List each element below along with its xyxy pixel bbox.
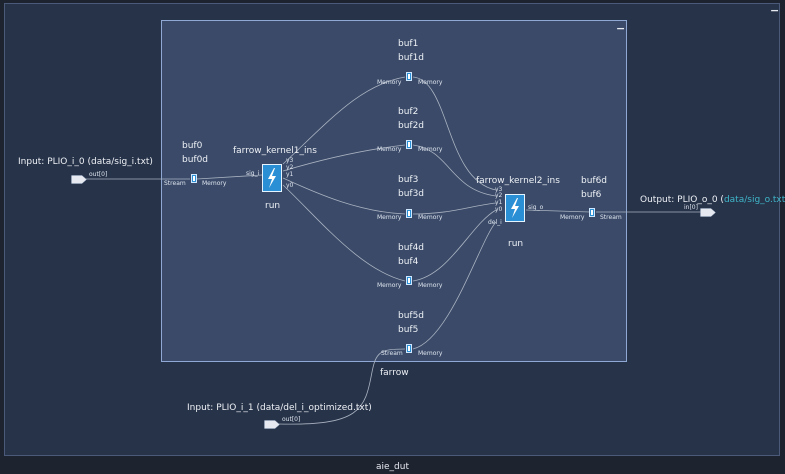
buffer-5-icon[interactable] xyxy=(406,344,412,353)
kernel-1-out-port: y2 xyxy=(286,164,294,171)
input-port-0-port-name: out[0] xyxy=(89,171,108,178)
lightning-icon xyxy=(268,168,276,188)
plio-input-port-icon[interactable] xyxy=(264,420,280,429)
output-port-0-label: Output: PLIO_o_0 (data/sig_o.txt) xyxy=(640,195,785,205)
subgraph-minimize-button[interactable]: − xyxy=(616,22,626,35)
kernel-2-in-port: del_i xyxy=(488,219,502,226)
buffer-1-label-bottom: buf1d xyxy=(398,53,425,63)
buffer-3-left-type: Memory xyxy=(377,214,402,221)
wire-buf1-k2 xyxy=(412,76,497,191)
buffer-4-label-bottom: buf4 xyxy=(398,257,419,267)
buffer-4-left-type: Memory xyxy=(377,282,402,289)
subgraph-title: farrow xyxy=(380,368,409,378)
wire-input1-buf5 xyxy=(277,348,406,425)
kernel-2-in-port: y1 xyxy=(495,199,503,206)
kernel-2-block[interactable] xyxy=(505,194,525,222)
plio-input-port-icon[interactable] xyxy=(71,175,87,184)
buffer-1-label-top: buf1 xyxy=(398,39,419,49)
kernel-1-block[interactable] xyxy=(262,164,282,192)
wire-k1-buf1 xyxy=(282,76,406,165)
buffer-2-label-top: buf2 xyxy=(398,107,419,117)
buffer-2-left-type: Memory xyxy=(377,146,402,153)
buffer-4-icon[interactable] xyxy=(406,276,412,285)
buffer-4-label-top: buf4d xyxy=(398,243,425,253)
buffer-5-right-type: Memory xyxy=(418,350,443,357)
buffer-1-left-type: Memory xyxy=(377,79,402,86)
kernel-2-in-port: y0 xyxy=(495,206,503,213)
buffer-3-icon[interactable] xyxy=(406,209,412,218)
kernel-1-in-port: sig_i xyxy=(246,170,260,177)
wire-buf0-kernel1 xyxy=(196,174,263,180)
graph-title: aie_dut xyxy=(376,462,409,472)
kernel-2-in-port: y2 xyxy=(495,192,503,199)
buffer-6-label-top: buf6d xyxy=(581,176,608,186)
kernel-1-out-port: y3 xyxy=(286,157,294,164)
buffer-5-label-bottom: buf5 xyxy=(398,325,419,335)
buffer-3-label-top: buf3 xyxy=(398,175,419,185)
plio-output-port-icon[interactable] xyxy=(700,208,716,217)
buffer-2-label-bottom: buf2d xyxy=(398,121,425,131)
kernel-2-action: run xyxy=(508,239,524,249)
buffer-0-label-bottom: buf0d xyxy=(182,155,209,165)
kernel-1-out-port: y1 xyxy=(286,171,294,178)
input-port-1-port-name: out[0] xyxy=(282,416,301,423)
buffer-1-icon[interactable] xyxy=(406,72,412,81)
buffer-3-label-bottom: buf3d xyxy=(398,189,425,199)
subgraph-farrow[interactable]: − xyxy=(161,20,627,362)
buffer-6-left-type: Memory xyxy=(560,214,585,221)
kernel-2-in-port: y3 xyxy=(495,186,503,193)
buffer-6-icon[interactable] xyxy=(589,208,595,217)
input-port-1-label: Input: PLIO_i_1 (data/del_i_optimized.tx… xyxy=(187,403,372,413)
buffer-3-right-type: Memory xyxy=(418,214,443,221)
buffer-5-left-type: Stream xyxy=(381,350,403,357)
buffer-5-label-top: buf5d xyxy=(398,311,425,321)
kernel-1-name: farrow_kernel1_ins xyxy=(233,146,317,156)
buffer-6-label-bottom: buf6 xyxy=(581,190,602,200)
graph-minimize-button[interactable]: − xyxy=(770,4,780,17)
kernel-2-name: farrow_kernel2_ins xyxy=(476,176,560,186)
buffer-2-right-type: Memory xyxy=(418,146,443,153)
output-port-0-port-name: in[0] xyxy=(684,204,698,211)
buffer-6-right-type: Stream xyxy=(600,214,622,221)
kernel-1-out-port: y0 xyxy=(286,182,294,189)
input-port-0-label: Input: PLIO_i_0 (data/sig_i.txt) xyxy=(18,157,153,167)
wire-buf3-k2 xyxy=(412,202,497,215)
buffer-0-label-top: buf0 xyxy=(182,141,203,151)
kernel-2-out-port: sig_o xyxy=(528,204,544,211)
buffer-4-right-type: Memory xyxy=(418,282,443,289)
output-file-link[interactable]: data/sig_o.txt xyxy=(723,195,785,205)
wire-buf2-k2 xyxy=(412,144,497,197)
wire-buf5-k2 xyxy=(412,221,497,350)
buffer-1-right-type: Memory xyxy=(418,79,443,86)
wire-k2-buf6 xyxy=(525,209,591,213)
wire-k1-buf4 xyxy=(282,184,406,282)
wire-k1-buf2 xyxy=(282,144,406,172)
kernel-1-action: run xyxy=(265,201,281,211)
wire-buf4-k2 xyxy=(412,209,497,282)
buffer-0-icon[interactable] xyxy=(191,174,197,183)
wire-k1-buf3 xyxy=(282,177,406,215)
buffer-2-icon[interactable] xyxy=(406,140,412,149)
lightning-icon xyxy=(511,198,519,218)
buffer-0-right-type: Memory xyxy=(202,180,227,187)
buffer-0-left-type: Stream xyxy=(164,180,186,187)
